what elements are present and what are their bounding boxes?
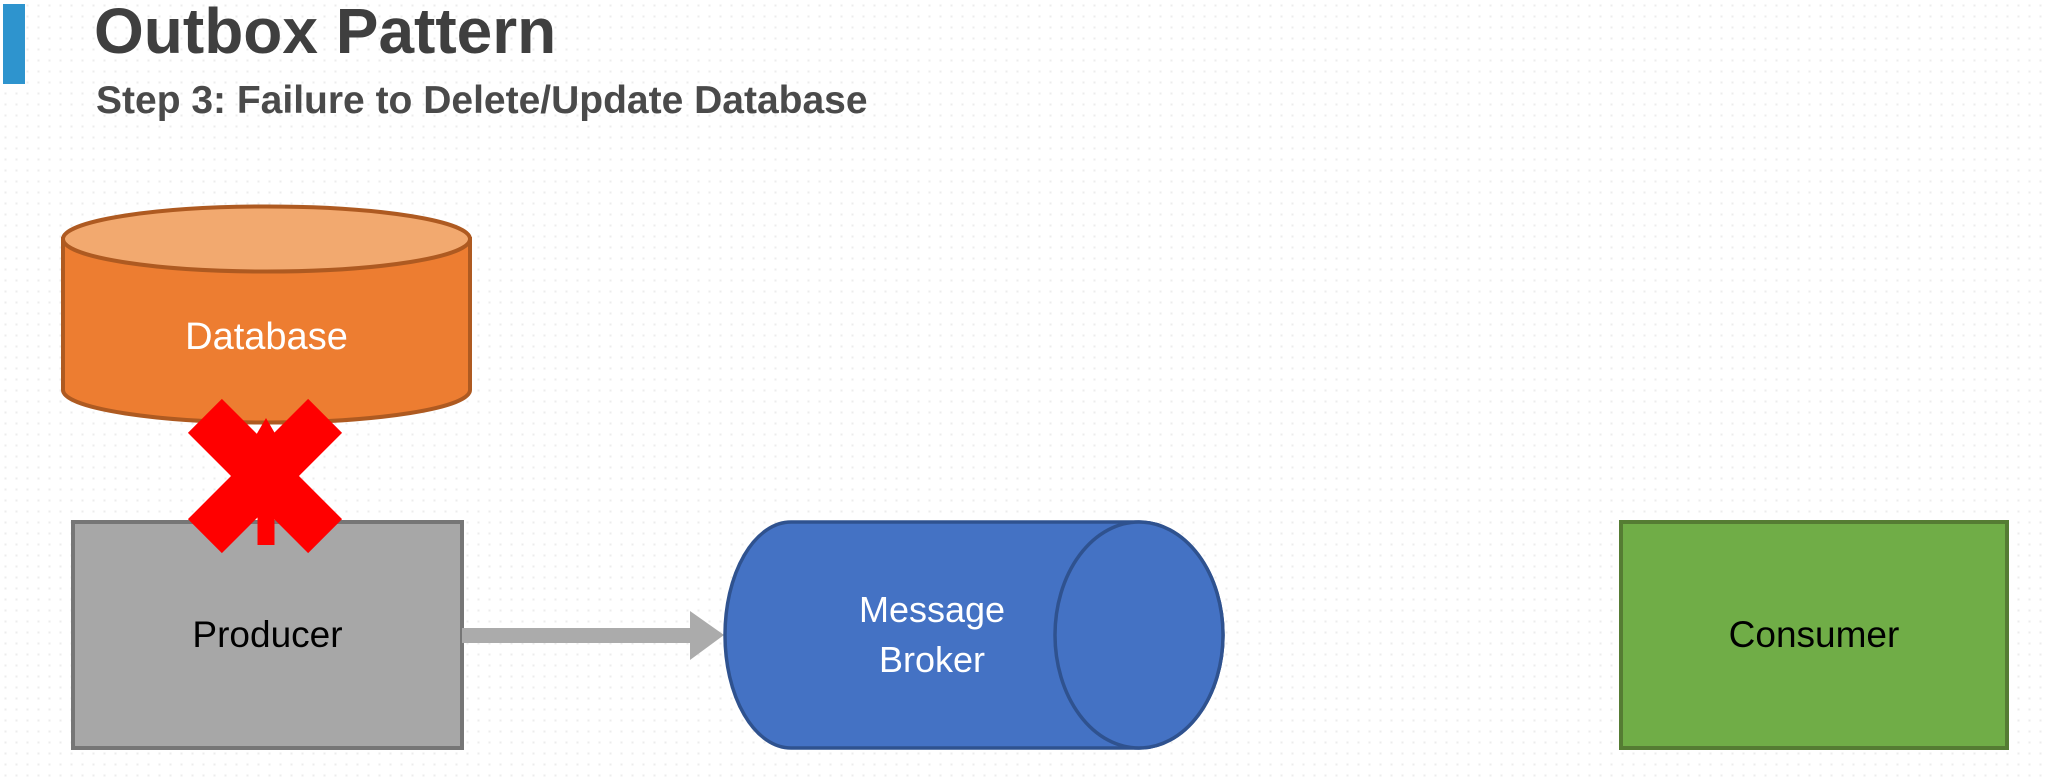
broker-cylinder-shape	[723, 520, 1225, 750]
database-cylinder-shape	[61, 204, 472, 425]
broker-label-line2: Broker	[878, 639, 986, 680]
title-accent-bar	[3, 4, 25, 84]
failure-x-icon	[187, 398, 343, 554]
producer-to-broker-arrow	[462, 611, 724, 660]
broker-label-line1: Message	[858, 588, 1006, 630]
consumer-label: Consumer	[1728, 614, 1900, 655]
flow-arrow-shaft	[462, 628, 692, 643]
database-label: Database	[185, 315, 348, 358]
database-cylinder-body	[61, 237, 472, 425]
broker-label: Message Broker	[725, 522, 1139, 748]
page-subtitle: Step 3: Failure to Delete/Update Databas…	[96, 79, 868, 122]
producer-label: Producer	[192, 614, 343, 655]
database-cylinder-top	[61, 204, 472, 274]
broker-cylinder-cap	[1053, 520, 1225, 750]
consumer-box	[1619, 520, 2009, 750]
flow-arrow-head	[690, 611, 724, 660]
failure-x-bar-2	[187, 398, 343, 554]
page-title: Outbox Pattern	[94, 0, 557, 67]
